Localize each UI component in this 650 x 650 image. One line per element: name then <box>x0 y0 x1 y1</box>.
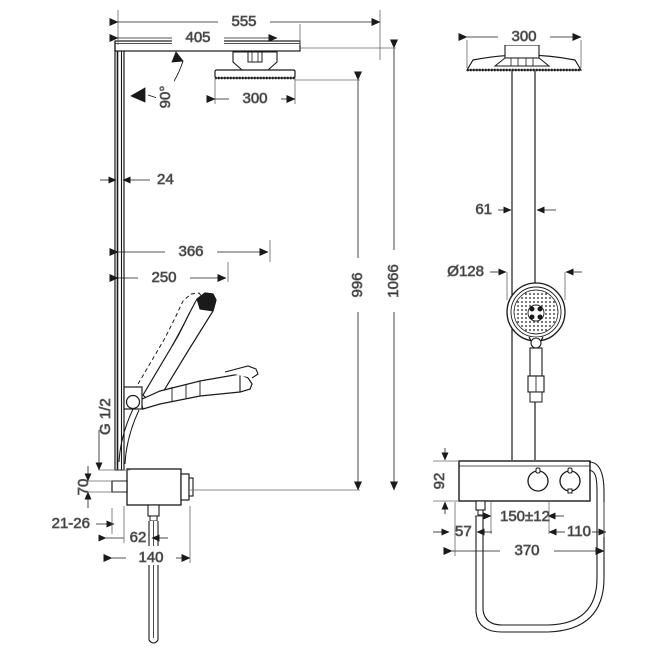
dim-1066: 1066 <box>300 39 405 491</box>
dim-label-555: 555 <box>231 13 256 30</box>
front-view-dimensions: 555 405 300 24 366 250 <box>51 8 405 566</box>
dim-300-front: 300 <box>206 86 296 107</box>
dim-label-57: 57 <box>455 523 472 540</box>
dim-110: 110 <box>548 502 607 540</box>
dim-366: 366 <box>109 240 269 260</box>
overhead-shower-front <box>214 51 296 80</box>
riser-bar-front <box>114 49 125 471</box>
dim-label-21-26: 21-26 <box>52 515 90 532</box>
handshower-side <box>506 282 566 403</box>
dim-label-92: 92 <box>431 473 448 490</box>
dim-70: 70 <box>75 466 126 508</box>
thermostat-valve-side <box>458 460 591 516</box>
dim-label-dia128: Ø128 <box>447 263 484 280</box>
dim-label-61: 61 <box>475 201 492 218</box>
overhead-shower-side <box>465 44 583 72</box>
dim-405: 405 <box>109 25 278 46</box>
handshower-lowered <box>139 365 259 410</box>
dim-label-150pm12: 150±12 <box>500 508 550 525</box>
dim-dia128: Ø128 <box>447 263 582 300</box>
dim-label-24: 24 <box>157 171 174 188</box>
dim-label-90deg: 90° <box>157 86 174 109</box>
dim-label-250: 250 <box>151 269 176 286</box>
dim-92: 92 <box>431 448 458 514</box>
dim-150pm12: 150±12 <box>475 502 564 534</box>
dim-label-62: 62 <box>130 529 147 546</box>
dim-label-300-side: 300 <box>511 28 536 45</box>
dim-label-1066: 1066 <box>385 264 402 297</box>
front-view-geometry <box>111 40 301 644</box>
dim-label-140: 140 <box>138 549 163 566</box>
valve-knob-right[interactable] <box>559 467 581 494</box>
dim-62: 62 <box>98 506 168 546</box>
dim-90deg: 90° <box>130 51 184 116</box>
dim-300-side: 300 <box>458 25 582 45</box>
shower-hose-side <box>475 461 605 633</box>
dim-label-405: 405 <box>185 29 210 46</box>
valve-knob-left[interactable] <box>527 467 549 492</box>
dim-label-366: 366 <box>178 243 203 260</box>
dim-label-370: 370 <box>514 542 539 559</box>
dim-24: 24 <box>100 171 174 188</box>
dim-996: 996 <box>190 71 368 491</box>
hanging-hose-front <box>148 521 159 644</box>
dim-555: 555 <box>109 8 381 30</box>
side-view-dimensions: 300 61 Ø128 92 150 <box>431 25 607 560</box>
dim-57: 57 <box>433 523 492 540</box>
dim-label-g12: G 1/2 <box>97 398 114 435</box>
dim-370: 370 <box>443 502 605 560</box>
dim-label-70: 70 <box>75 479 92 496</box>
dim-21-26: 21-26 <box>51 508 115 534</box>
shower-hose-front <box>118 408 140 465</box>
dim-label-996: 996 <box>349 272 366 297</box>
dim-label-300-front: 300 <box>242 90 267 107</box>
dim-61: 61 <box>475 201 556 218</box>
side-view-geometry <box>458 44 605 633</box>
handshower-holder-front <box>123 386 143 410</box>
dim-140: 140 <box>103 506 191 566</box>
dim-250: 250 <box>109 266 227 286</box>
dim-label-110: 110 <box>567 523 591 540</box>
thermostat-valve-front <box>111 468 194 522</box>
dim-g12: G 1/2 <box>95 398 130 471</box>
